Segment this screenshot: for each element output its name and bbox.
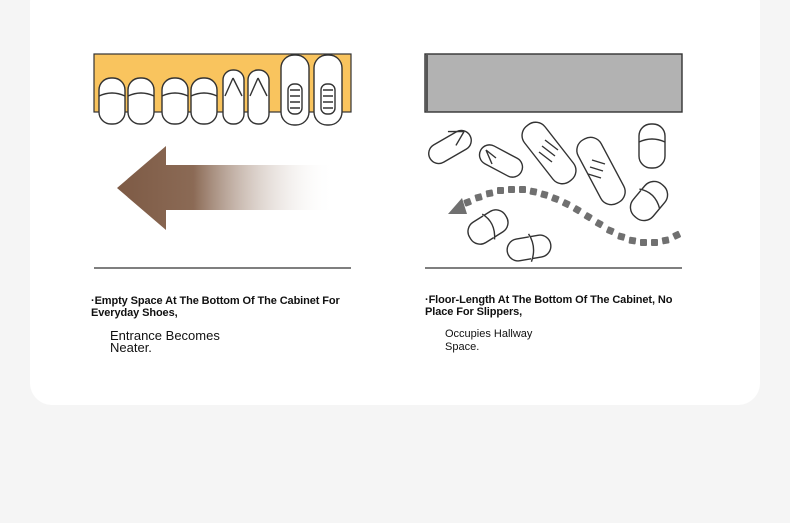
right-cabinet — [424, 53, 683, 113]
flip-flops-icon — [222, 69, 270, 125]
left-scene — [93, 53, 352, 269]
left-arrow-icon — [117, 146, 335, 230]
right-caption-line2: Place For Slippers, — [425, 306, 523, 318]
left-result-line2: Neater. — [110, 340, 152, 355]
dotted-path-icon — [448, 186, 681, 246]
left-result-line1: Entrance Becomes — [110, 328, 220, 343]
dress-shoes-icon — [280, 54, 343, 126]
left-caption-line1: ·Empty Space At The Bottom Of The Cabine… — [91, 295, 340, 307]
right-result-line2: Space. — [445, 341, 480, 353]
right-caption-line1: ·Floor-Length At The Bottom Of The Cabin… — [425, 294, 673, 306]
slippers-icon — [98, 77, 218, 125]
right-result-line1: Occupies Hallway — [445, 328, 533, 340]
right-scene — [424, 53, 683, 269]
left-caption-line2: Everyday Shoes, — [91, 307, 178, 319]
scattered-shoes-icon — [428, 121, 669, 263]
